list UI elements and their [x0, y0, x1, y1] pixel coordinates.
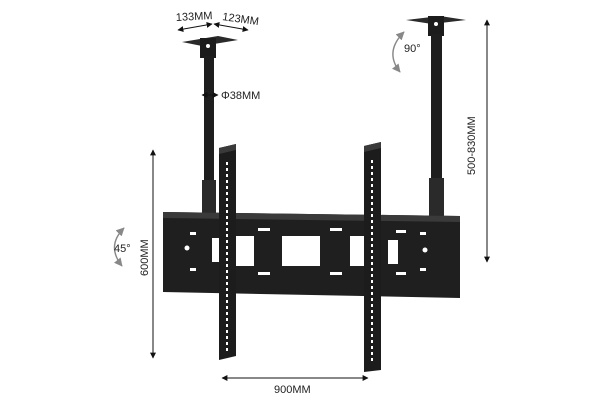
center-window-hole [282, 236, 320, 266]
tilt-label: 45° [114, 243, 131, 255]
arm-slot-hole [226, 252, 228, 255]
right-pole-sleeve [429, 178, 444, 218]
arm-slot-hole [226, 222, 228, 225]
arm-slot-hole [371, 292, 373, 295]
arm-slot-hole [226, 234, 228, 237]
arm-slot-hole [226, 258, 228, 261]
arm-slot-hole [371, 274, 373, 277]
arm-slot-hole [371, 286, 373, 289]
arm-slot-hole [226, 240, 228, 243]
arm-slot-hole [371, 256, 373, 259]
right-pole [431, 34, 442, 196]
plate-depth-arrow [177, 21, 213, 33]
arm-slot-hole [371, 172, 373, 175]
arm-slot-hole [371, 322, 373, 325]
arm-slot-hole [226, 192, 228, 195]
arm-slot-hole [371, 268, 373, 271]
arm-slot-hole [226, 204, 228, 207]
arm-slot-hole [371, 214, 373, 217]
arm-slot-hole [371, 184, 373, 187]
arm-slot-hole [371, 196, 373, 199]
right-vertical-arm [364, 142, 381, 372]
left-pole-sleeve [202, 180, 216, 216]
arm-slot-hole [371, 244, 373, 247]
arm-slot-hole [226, 324, 228, 327]
arm-slot-hole [226, 168, 228, 171]
arm-slot-hole [371, 178, 373, 181]
arm-slot-hole [226, 312, 228, 315]
arm-slot-hole [226, 348, 228, 351]
arm-slot-hole [371, 238, 373, 241]
arm-slot-hole [226, 342, 228, 345]
arm-slot-hole [226, 216, 228, 219]
arm-slot-hole [226, 198, 228, 201]
arm-slot-hole [226, 228, 228, 231]
arm-slot-hole [226, 288, 228, 291]
arm-slot-hole [371, 262, 373, 265]
arm-slot-hole [371, 226, 373, 229]
arm-slot-hole [226, 270, 228, 273]
rotation-label: 90° [404, 43, 421, 55]
right-ceiling-bracket [406, 16, 466, 36]
arm-slot-hole [226, 294, 228, 297]
arm-slot-hole [371, 208, 373, 211]
arm-slot-hole [371, 232, 373, 235]
arm-slot-hole [371, 310, 373, 313]
tilt-arc [113, 227, 125, 267]
left-window-hole [234, 236, 254, 266]
arm-slot-hole [371, 250, 373, 253]
arm-slot-hole [226, 264, 228, 267]
arm-slot-hole [371, 304, 373, 307]
arm-slot-hole [226, 180, 228, 183]
arm-slot-hole [371, 190, 373, 193]
arm-slot-hole [371, 316, 373, 319]
arm-slot-hole [226, 174, 228, 177]
arm-slot-hole [226, 306, 228, 309]
arm-slot-hole [226, 276, 228, 279]
arm-slot-hole [371, 352, 373, 355]
arm-slot-hole [371, 334, 373, 337]
arm-slot-hole [371, 160, 373, 163]
arm-slot-hole [226, 282, 228, 285]
left-ceiling-bracket [182, 36, 238, 58]
arm-slot-hole [371, 340, 373, 343]
arm-slot-hole [226, 318, 228, 321]
left-pole [204, 56, 214, 214]
left-inner-hole [212, 238, 222, 262]
arm-slot-hole [371, 346, 373, 349]
arm-slot-hole [371, 166, 373, 169]
plate-depth-label: 133MM [176, 10, 213, 24]
arm-slot-hole [226, 186, 228, 189]
arm-slot-hole [371, 220, 373, 223]
horizontal-spacing-label: 900MM [274, 384, 311, 396]
arm-slot-hole [371, 358, 373, 361]
vertical-spacing-label: 600MM [139, 239, 151, 276]
pole-height-label: 500-830MM [466, 116, 478, 175]
arm-slot-hole [226, 210, 228, 213]
arm-slot-hole [371, 298, 373, 301]
arm-slot-hole [371, 328, 373, 331]
arm-slot-hole [371, 280, 373, 283]
arm-slot-hole [226, 300, 228, 303]
arm-slot-hole [226, 330, 228, 333]
arm-slot-hole [371, 202, 373, 205]
pole-diameter-label: Φ38MM [221, 90, 260, 102]
arm-slot-hole [226, 336, 228, 339]
rotation-arc [391, 31, 405, 73]
right-inner-hole [388, 240, 398, 264]
plate-width-label: 123MM [222, 11, 260, 28]
left-vertical-arm [219, 144, 236, 360]
horizontal-plate [163, 212, 460, 298]
arm-slot-hole [226, 246, 228, 249]
arm-slot-hole [226, 162, 228, 165]
plate-width-arrow [213, 21, 249, 33]
